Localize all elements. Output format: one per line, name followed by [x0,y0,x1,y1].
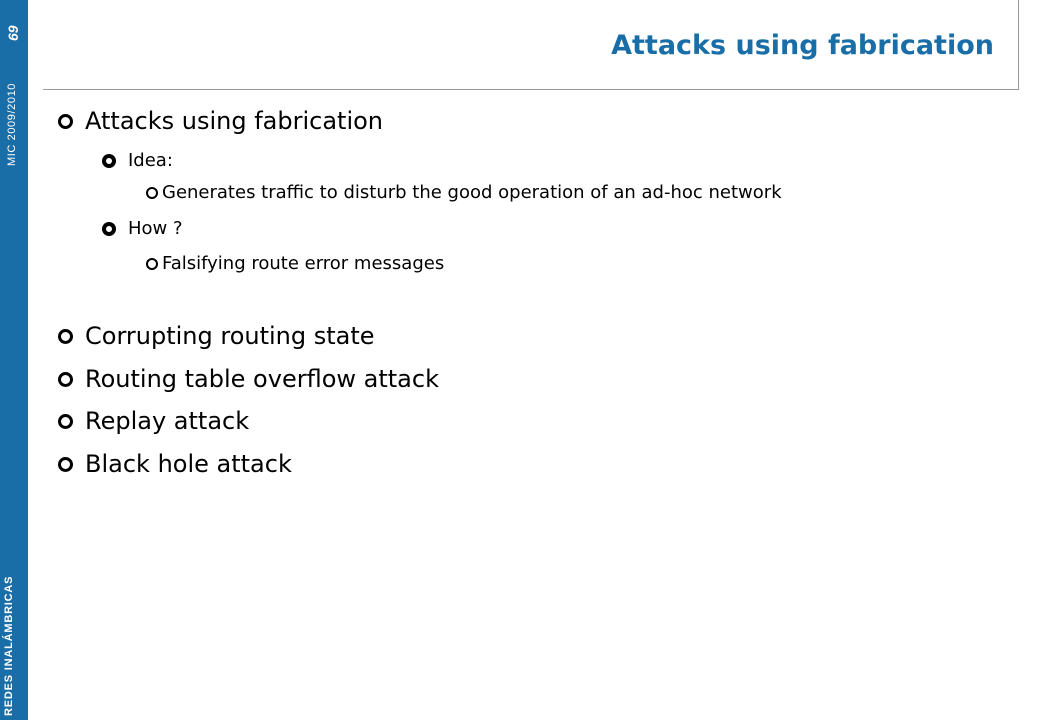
bullet-item-black-hole-attack: Black hole attack [58,450,292,478]
circle-bullet-icon [58,413,73,429]
course-date-label: MIC 2009/2010 [6,82,18,166]
bullet-text: Routing table overflow attack [85,365,439,393]
sidebar: REDES INALÁMBRICAS MIC 2009/2010 69 [0,0,28,720]
sub-bullet-idea: Idea: [102,150,173,171]
bullet-text: Corrupting routing state [85,322,375,350]
sub-sub-bullet-text: Falsifying route error messages [162,253,445,274]
ring-bullet-icon [102,221,116,236]
circle-bullet-icon [58,328,73,344]
page-number: 69 [5,25,21,41]
bullet-text: Attacks using fabrication [85,107,384,135]
title-vertical-divider [1018,0,1019,90]
ring-bullet-icon [102,153,116,168]
slide-title: Attacks using fabrication [611,30,994,61]
small-ring-bullet-icon [146,257,158,270]
title-divider [43,89,1019,90]
circle-bullet-icon [58,456,73,472]
bullet-text: Replay attack [85,407,250,435]
bullet-text: Black hole attack [85,450,292,478]
sub-bullet-text: Idea: [128,150,173,171]
sub-bullet-text: How ? [128,218,183,239]
bullet-item-corrupting-routing-state: Corrupting routing state [58,322,375,350]
bullet-item-replay-attack: Replay attack [58,407,249,435]
sub-sub-bullet-idea-detail: Generates traffic to disturb the good op… [146,182,782,203]
circle-bullet-icon [58,371,73,387]
sub-bullet-how: How ? [102,218,183,239]
circle-bullet-icon [58,113,73,129]
sub-sub-bullet-text: Generates traffic to disturb the good op… [162,182,782,203]
bullet-item-routing-table-overflow: Routing table overflow attack [58,365,439,393]
small-ring-bullet-icon [146,186,158,199]
bullet-item-attacks-fabrication: Attacks using fabrication [58,107,383,135]
course-label: REDES INALÁMBRICAS [3,575,15,716]
sub-sub-bullet-how-detail: Falsifying route error messages [146,253,444,274]
